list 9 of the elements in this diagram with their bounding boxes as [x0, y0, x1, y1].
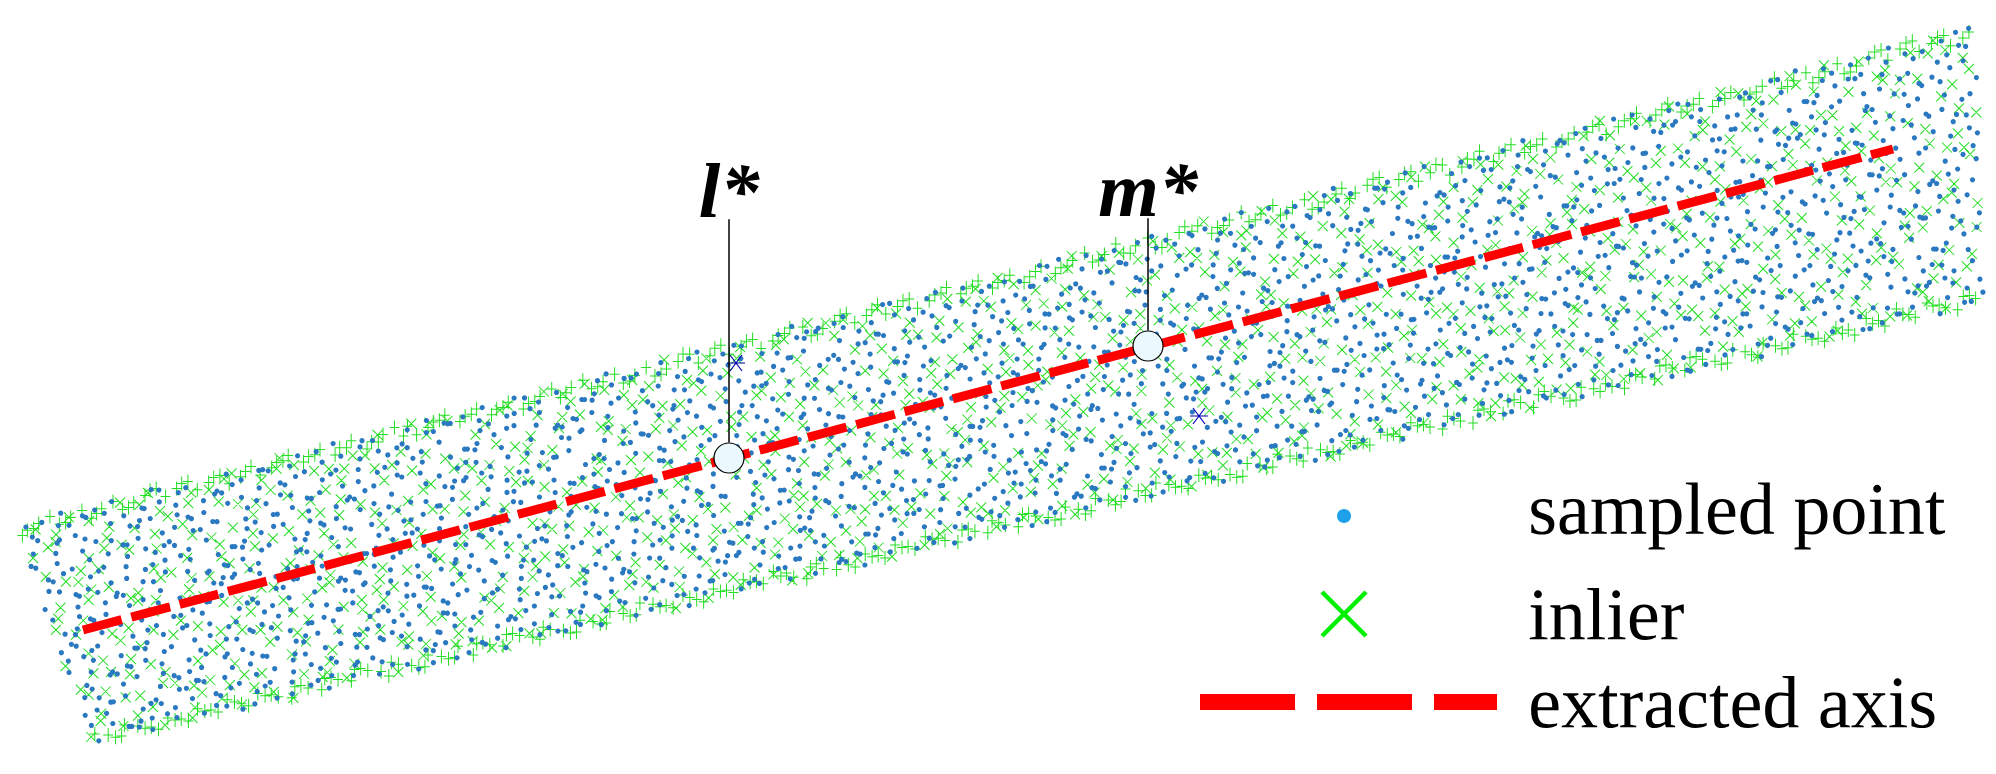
leader-line [728, 218, 730, 444]
legend-label: extracted axis [1531, 675, 1935, 729]
leader-line [1147, 217, 1149, 332]
point-label: m* [1099, 164, 1199, 216]
point-marker [1132, 330, 1164, 362]
legend-label: inlier [1529, 587, 1684, 641]
point-label: l* [700, 162, 760, 218]
point-marker [713, 442, 745, 474]
legend-label: sampled point [1531, 482, 1946, 550]
